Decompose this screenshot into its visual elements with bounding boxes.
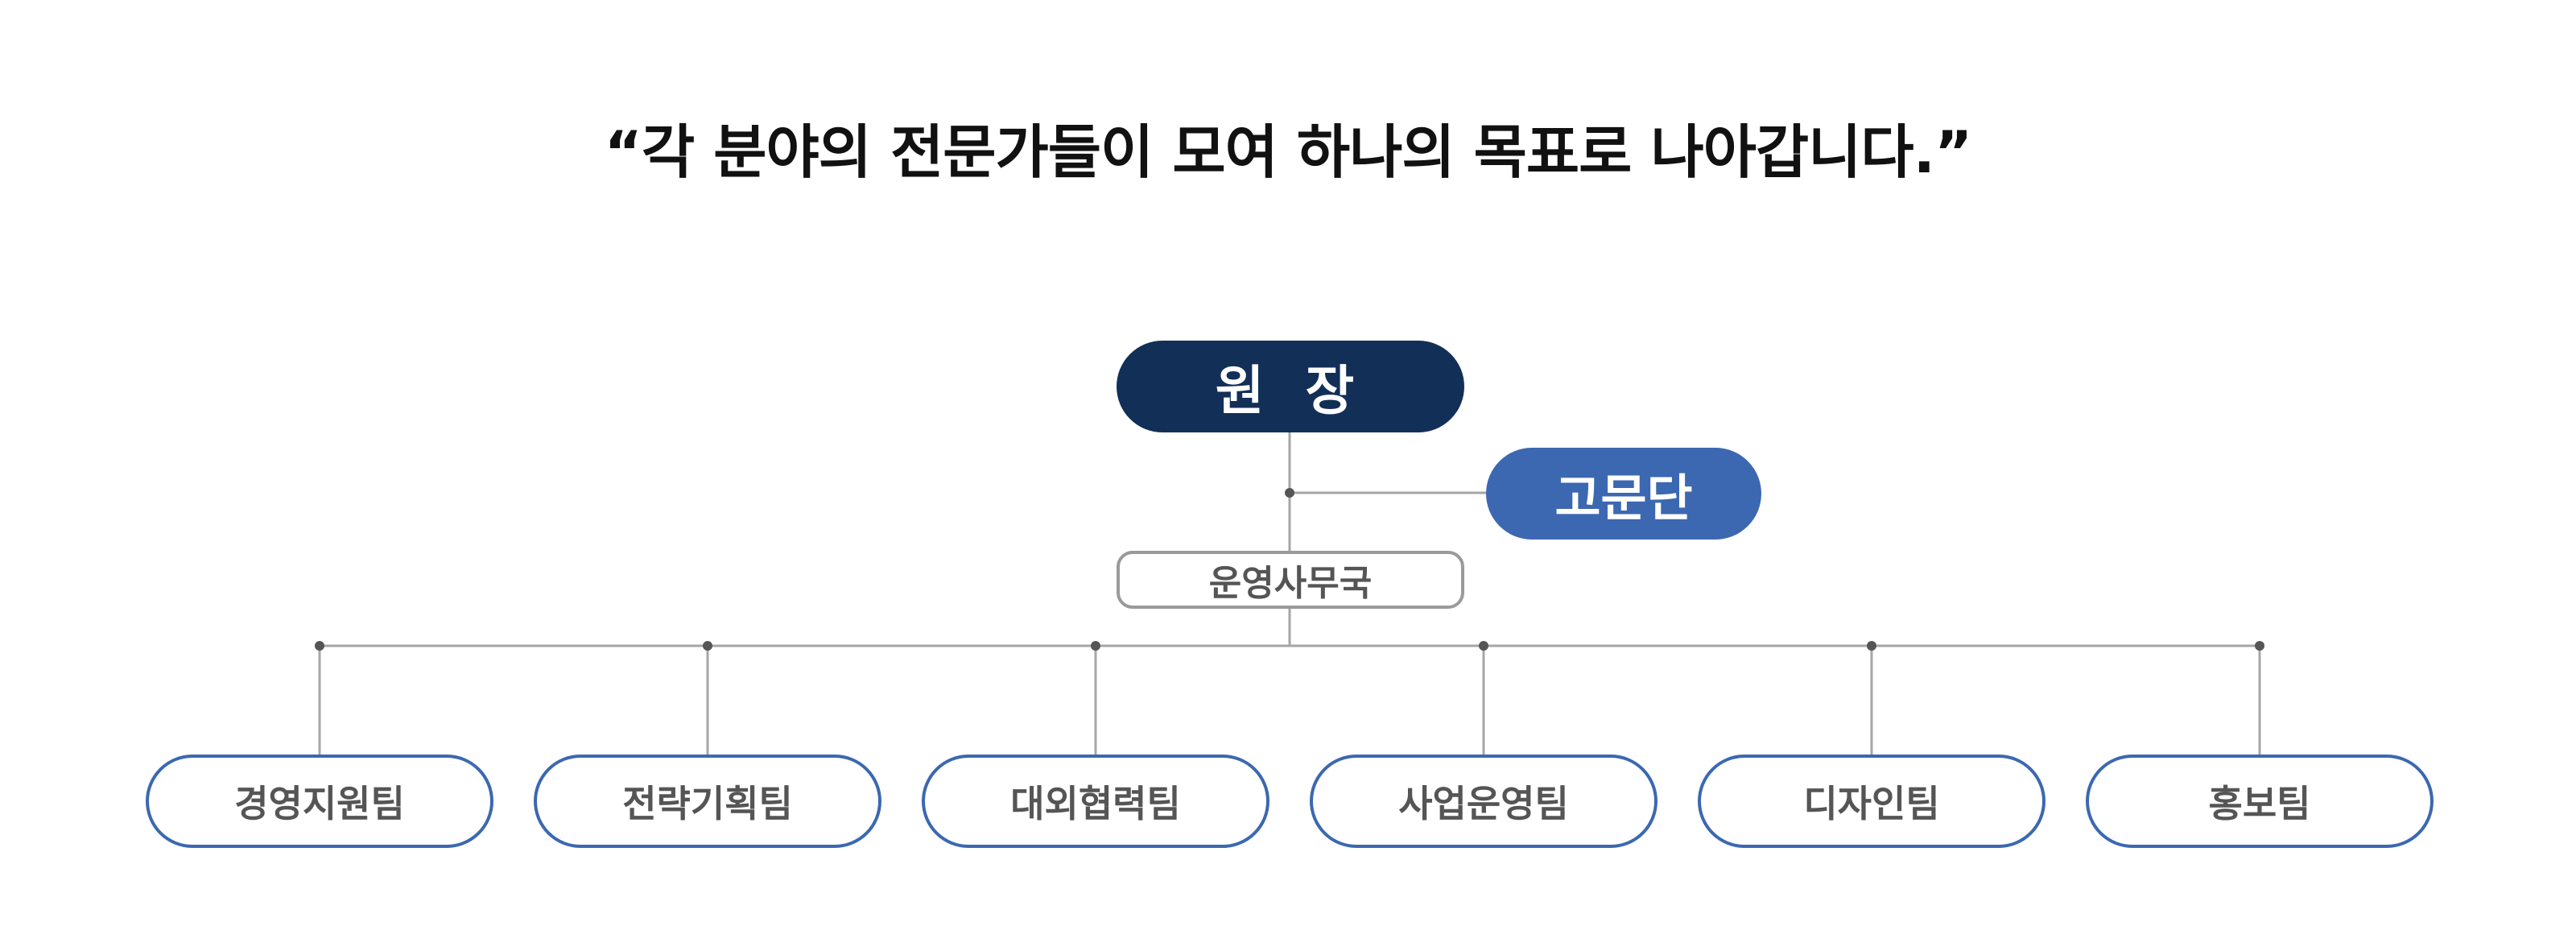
operations-office-node: 운영사무국 (1117, 551, 1464, 609)
team-node-strategy-planning: 전략기획팀 (534, 755, 881, 848)
team-junction-dot-3 (1091, 641, 1100, 651)
team-junction-dot-5 (1867, 641, 1876, 651)
team-node-public-relations: 홍보팀 (2086, 755, 2434, 848)
advisory-junction-dot (1285, 488, 1294, 498)
team-node-external-relations: 대외협력팀 (922, 755, 1269, 848)
team-node-management-support: 경영지원팀 (146, 755, 493, 848)
team-junction-dot-1 (315, 641, 324, 651)
team-junction-dot-6 (2255, 641, 2264, 651)
team-junction-dot-4 (1479, 641, 1488, 651)
team-node-business-operations: 사업운영팀 (1310, 755, 1657, 848)
team-junction-dot-2 (703, 641, 712, 651)
advisory-board-node: 고문단 (1486, 448, 1761, 540)
slogan-heading: “각 분야의 전문가들이 모여 하나의 목표로 나아갑니다.” (604, 118, 1973, 186)
director-node: 원 장 (1117, 341, 1464, 432)
team-node-design: 디자인팀 (1698, 755, 2046, 848)
